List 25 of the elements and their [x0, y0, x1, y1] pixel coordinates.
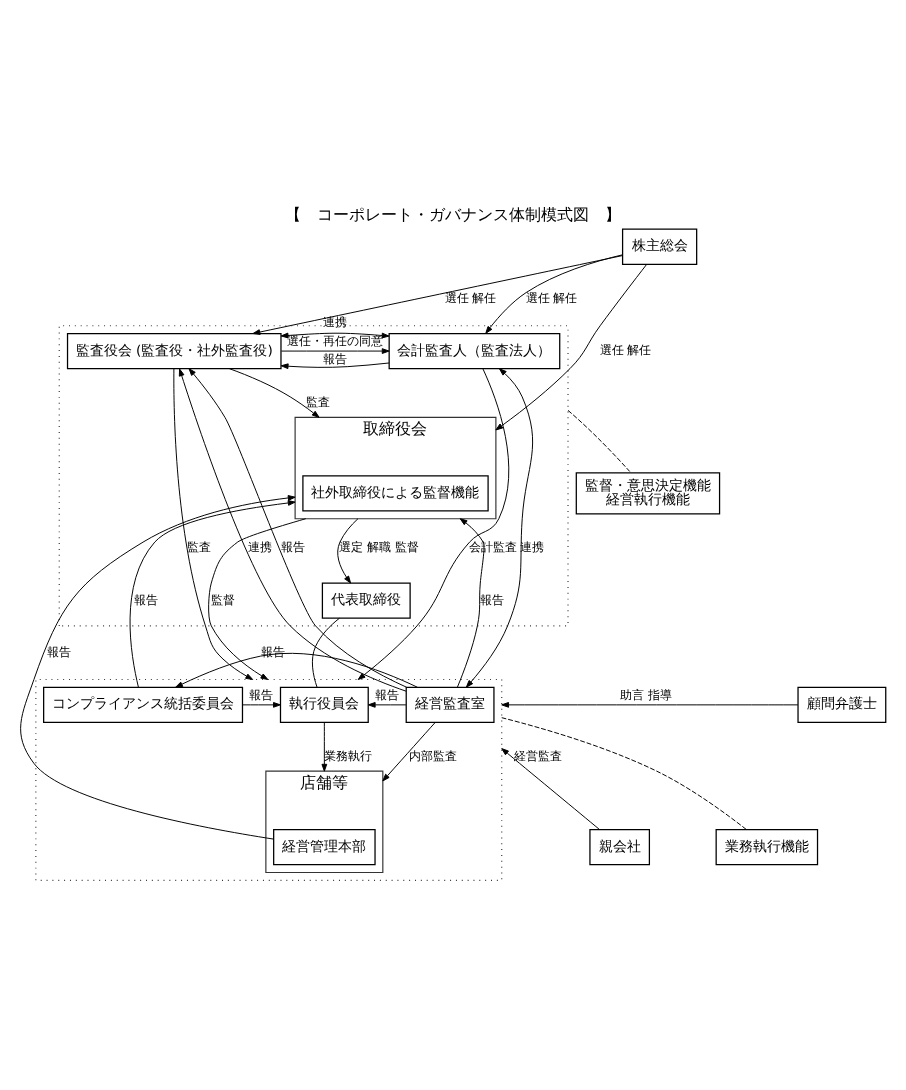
arrow	[456, 517, 485, 687]
arrow	[280, 331, 390, 338]
arrow	[228, 367, 320, 417]
arrow	[367, 701, 407, 707]
arrow	[485, 253, 623, 333]
connector	[567, 408, 632, 473]
arrow	[357, 367, 510, 679]
arrow	[129, 499, 296, 687]
arrow	[208, 517, 307, 679]
arrow	[280, 347, 390, 353]
arrow	[175, 651, 418, 687]
arrow	[173, 367, 254, 679]
connector	[501, 716, 747, 830]
arrow	[321, 721, 328, 771]
arrow	[280, 361, 390, 369]
arrow	[337, 517, 359, 583]
connector	[311, 616, 340, 687]
arrow	[242, 701, 281, 707]
arrow	[20, 494, 296, 839]
arrow	[501, 701, 799, 707]
arrow	[382, 721, 436, 781]
arrow	[501, 747, 601, 830]
arrow	[465, 367, 534, 687]
arrow	[495, 262, 648, 430]
arrow	[252, 254, 623, 334]
